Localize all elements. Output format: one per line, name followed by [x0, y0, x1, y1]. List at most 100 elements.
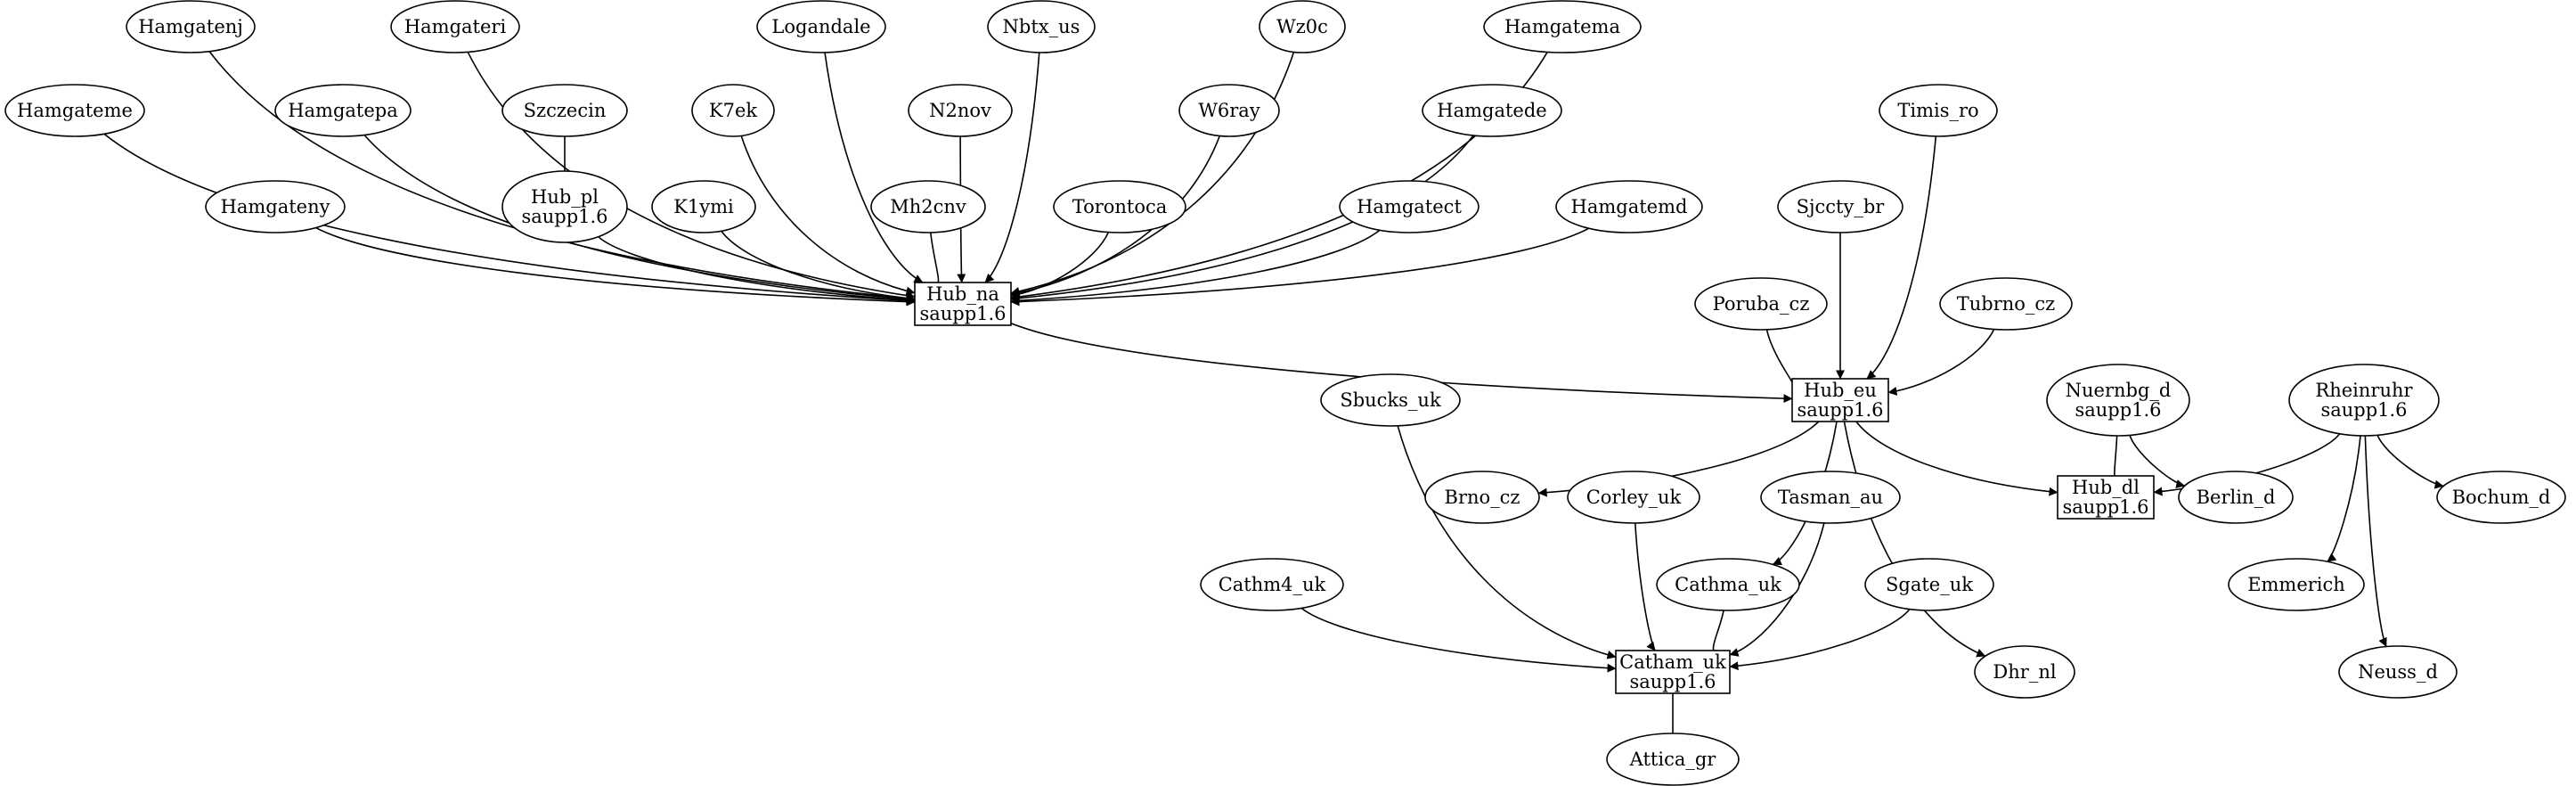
node-hamgatemd-ellipse [1555, 180, 1703, 233]
node-neuss_d-label: Neuss_d [2358, 661, 2438, 683]
node-cathma_uk-ellipse [1656, 558, 1800, 611]
node-mh2cnv-ellipse [870, 180, 986, 233]
node-hamgatema-label: Hamgatema [1504, 16, 1620, 37]
node-logandale-ellipse [756, 0, 886, 53]
node-hub_dl-box [2057, 475, 2155, 520]
edge-sbucks_uk-to-catham_uk [1397, 425, 1617, 659]
node-hub_dl-label: Hub_dl [2072, 477, 2140, 498]
edge-hub_na-to-hub_eu [1010, 322, 1793, 404]
node-tubrno_cz-label: Tubrno_cz [1957, 293, 2056, 315]
node-hamgatenj-ellipse [126, 0, 256, 53]
node-n2nov: N2nov [908, 84, 1013, 137]
node-n2nov-ellipse [908, 84, 1013, 137]
node-sgate_uk-ellipse [1864, 558, 1994, 611]
node-emmerich-label: Emmerich [2247, 574, 2345, 595]
edge-hamgateny-to-hub_na [315, 226, 916, 307]
node-corley_uk-ellipse [1567, 471, 1700, 524]
node-hamgateri: Hamgateri [390, 0, 520, 53]
node-sjccty_br-ellipse [1777, 180, 1903, 233]
edge-hamgatect-to-hub_na [1010, 229, 1381, 306]
node-n2nov-label: N2nov [929, 100, 991, 121]
edge-mh2cnv-to-hub_na [930, 232, 945, 291]
node-corley_uk: Corley_uk [1567, 471, 1700, 524]
node-hamgatema: Hamgatema [1483, 0, 1642, 53]
edge-hamgateme-to-hub_na [103, 133, 916, 306]
node-szczecin-ellipse [501, 84, 628, 137]
node-hamgatemd-label: Hamgatemd [1571, 196, 1688, 217]
edge-sgate_uk-to-catham_uk [1729, 609, 1911, 671]
node-neuss_d: Neuss_d [2338, 645, 2458, 699]
node-hamgateme-ellipse [4, 84, 145, 137]
node-szczecin-label: Szczecin [524, 100, 607, 121]
node-k7ek-label: K7ek [709, 100, 757, 121]
node-sjccty_br: Sjccty_br [1777, 180, 1903, 233]
edge-hamgateri-to-hub_na [467, 52, 916, 300]
node-hub_pl-label: saupp1.6 [521, 206, 607, 227]
node-hamgatede-ellipse [1422, 84, 1562, 137]
node-poruba_cz-ellipse [1694, 277, 1828, 331]
node-hamgateny: Hamgateny [205, 180, 346, 233]
node-mh2cnv: Mh2cnv [870, 180, 986, 233]
edge-k7ek-to-hub_na [740, 135, 916, 296]
node-wz0c-label: Wz0c [1276, 16, 1328, 37]
node-hub_na-label: saupp1.6 [919, 303, 1006, 324]
node-emmerich: Emmerich [2228, 558, 2365, 611]
node-k7ek: K7ek [691, 84, 775, 137]
node-hamgatema-ellipse [1483, 0, 1642, 53]
node-hamgatenj-label: Hamgatenj [138, 16, 243, 37]
node-berlin_d-label: Berlin_d [2197, 487, 2276, 508]
node-hub_eu-box [1791, 378, 1889, 422]
node-nuernbg_d-ellipse [2046, 364, 2190, 437]
edge-rheinruhr-to-bochum_d [2376, 435, 2444, 489]
node-hub_eu-label: saupp1.6 [1797, 399, 1883, 421]
node-cathm4_uk: Cathm4_uk [1200, 558, 1344, 611]
node-nbtx_us-ellipse [987, 0, 1096, 53]
node-sbucks_uk-label: Sbucks_uk [1340, 389, 1441, 411]
edge-w6ray-to-hub_na [1010, 135, 1221, 298]
edge-corley_uk-to-catham_uk [1634, 522, 1656, 651]
node-poruba_cz: Poruba_cz [1694, 277, 1828, 331]
edge-k1ymi-to-hub_na [721, 230, 916, 303]
node-hamgatepa: Hamgatepa [274, 84, 412, 137]
node-dhr_nl-label: Dhr_nl [1993, 661, 2056, 683]
node-hamgatect-label: Hamgatect [1357, 196, 1462, 217]
node-berlin_d-ellipse [2178, 471, 2294, 524]
node-torontoca-label: Torontoca [1072, 196, 1168, 217]
node-hamgatepa-label: Hamgatepa [288, 100, 398, 121]
edge-nuernbg_d-to-berlin_d [2129, 435, 2186, 488]
node-nuernbg_d-label: saupp1.6 [2075, 399, 2161, 421]
node-catham_uk-label: Catham_uk [1619, 651, 1726, 673]
node-rheinruhr-ellipse [2288, 364, 2440, 437]
node-sbucks_uk: Sbucks_uk [1320, 373, 1461, 427]
node-k7ek-ellipse [691, 84, 775, 137]
node-tubrno_cz-ellipse [1939, 277, 2073, 331]
node-catham_uk-box [1615, 650, 1731, 694]
node-timis_ro: Timis_ro [1879, 84, 1998, 137]
node-wz0c-ellipse [1259, 0, 1346, 53]
node-w6ray: W6ray [1178, 84, 1280, 137]
edge-hamgatepa-to-hub_na [363, 134, 916, 304]
node-wz0c: Wz0c [1259, 0, 1346, 53]
node-tasman_au-ellipse [1760, 471, 1901, 524]
node-sjccty_br-label: Sjccty_br [1797, 196, 1886, 217]
node-hamgateme: Hamgateme [4, 84, 145, 137]
node-nbtx_us-label: Nbtx_us [1003, 16, 1080, 37]
edge-tubrno_cz-to-hub_eu [1887, 329, 1995, 396]
edge-torontoca-to-hub_na [1010, 232, 1110, 299]
node-cathm4_uk-ellipse [1200, 558, 1344, 611]
node-hamgateny-ellipse [205, 180, 346, 233]
node-hamgateri-label: Hamgateri [404, 16, 507, 37]
node-poruba_cz-label: Poruba_cz [1713, 293, 1810, 315]
node-w6ray-ellipse [1178, 84, 1280, 137]
edge-rheinruhr-to-neuss_d [2364, 435, 2387, 648]
node-hamgateny-label: Hamgateny [221, 196, 330, 217]
node-hamgatede-label: Hamgatede [1437, 100, 1546, 121]
node-cathma_uk-label: Cathma_uk [1675, 574, 1781, 595]
node-emmerich-ellipse [2228, 558, 2365, 611]
node-timis_ro-label: Timis_ro [1897, 100, 1978, 121]
node-nuernbg_d-label: Nuernbg_d [2066, 380, 2172, 401]
